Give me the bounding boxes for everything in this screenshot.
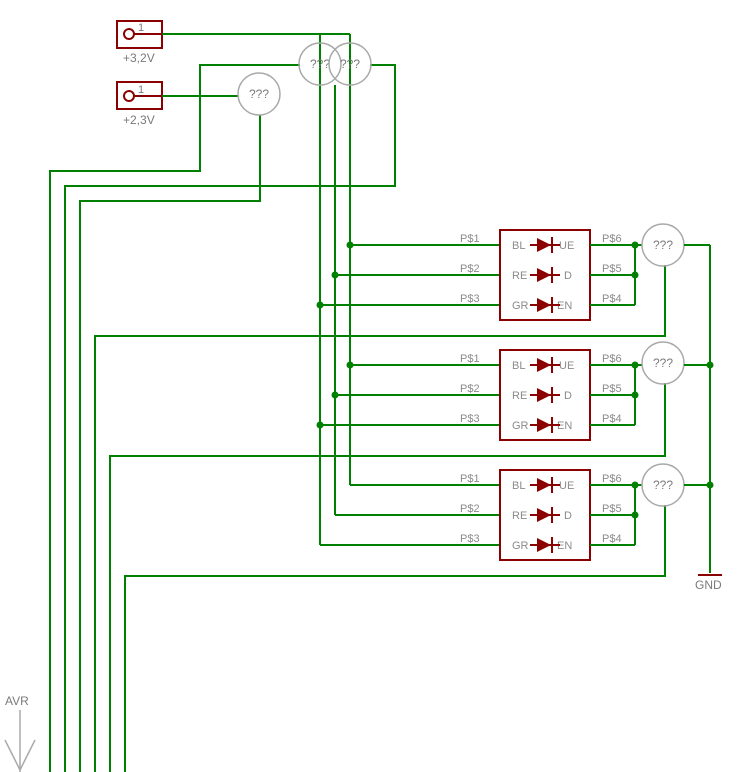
- connector-2v3-label: +2,3V: [123, 113, 155, 127]
- led-1-inner-d: D: [564, 270, 572, 282]
- led-3-inner-bl: BL: [512, 480, 525, 492]
- diode-icon: [530, 357, 560, 373]
- ground-label: GND: [695, 578, 722, 592]
- led-3-inner-d: D: [564, 510, 572, 522]
- led-2-inner-en: EN: [557, 420, 572, 432]
- ground-net: [684, 244, 714, 573]
- led-1-pin-p3: P$3: [460, 293, 480, 305]
- connector-2v3-pin: 1: [138, 84, 144, 96]
- unknown-part-4-label: ???: [653, 238, 673, 252]
- led-2-inner-d: D: [564, 390, 572, 402]
- led-3-inner-en: EN: [557, 540, 572, 552]
- diode-icon: [530, 417, 560, 433]
- led-1-pin-p4: P$4: [602, 293, 622, 305]
- led-2-inner-ue: UE: [559, 360, 574, 372]
- diode-icon: [530, 387, 560, 403]
- unknown-part-1[interactable]: ???: [298, 42, 342, 86]
- led-3-inner-ue: UE: [559, 480, 574, 492]
- led-3-inner-gr: GR: [512, 540, 529, 552]
- led-1-inner-bl: BL: [512, 240, 525, 252]
- top-wires: [49, 33, 666, 772]
- connector-3v2[interactable]: 1 +3,2V: [116, 20, 163, 65]
- led-1-pin-p2: P$2: [460, 263, 480, 275]
- unknown-part-5-label: ???: [653, 356, 673, 370]
- led-1-pin-p5: P$5: [602, 263, 622, 275]
- avr-bus-arrow-icon[interactable]: AVR: [4, 694, 36, 772]
- ground-symbol[interactable]: GND: [695, 574, 722, 592]
- unknown-part-4[interactable]: ???: [641, 223, 685, 267]
- led-3-pin-p6: P$6: [602, 473, 622, 485]
- led-3-inner-re: RE: [512, 510, 527, 522]
- led-3-pin-p5: P$5: [602, 503, 622, 515]
- led-1-inner-gr: GR: [512, 300, 529, 312]
- led-1-inner-ue: UE: [559, 240, 574, 252]
- diode-icon: [530, 267, 560, 283]
- diode-icon: [530, 507, 560, 523]
- led-1-pin-p1: P$1: [460, 233, 480, 245]
- diode-icon: [530, 537, 560, 553]
- led-2-pin-p3: P$3: [460, 413, 480, 425]
- led-2-pin-p1: P$1: [460, 353, 480, 365]
- led-2-inner-re: RE: [512, 390, 527, 402]
- connector-3v2-label: +3,2V: [123, 51, 155, 65]
- unknown-part-6[interactable]: ???: [641, 463, 685, 507]
- unknown-part-2[interactable]: ???: [328, 42, 372, 86]
- led-2-pin-p6: P$6: [602, 353, 622, 365]
- avr-label: AVR: [5, 694, 29, 708]
- led-module-2[interactable]: P$1 P$2 P$3 BL RE GR UE D EN P$6 P$5: [316, 349, 643, 441]
- unknown-part-2-label: ???: [340, 57, 360, 71]
- connector-2v3[interactable]: 1 +2,3V: [116, 81, 163, 127]
- diode-icon: [530, 297, 560, 313]
- unknown-part-5[interactable]: ???: [641, 341, 685, 385]
- unknown-part-1-label: ???: [310, 57, 330, 71]
- led-2-inner-bl: BL: [512, 360, 525, 372]
- led-module-3[interactable]: P$1 P$2 P$3 BL RE GR UE D EN P$6 P$5: [320, 469, 642, 561]
- unknown-part-3[interactable]: ???: [237, 72, 281, 116]
- unknown-part-6-label: ???: [653, 478, 673, 492]
- connector-3v2-pin: 1: [138, 22, 144, 34]
- led-1-inner-en: EN: [557, 300, 572, 312]
- led-2-inner-gr: GR: [512, 420, 529, 432]
- led-1-pin-p6: P$6: [602, 233, 622, 245]
- led-2-pin-p5: P$5: [602, 383, 622, 395]
- led-3-pin-p4: P$4: [602, 533, 622, 545]
- led-2-pin-p4: P$4: [602, 413, 622, 425]
- led-3-pin-p1: P$1: [460, 473, 480, 485]
- led-module-1[interactable]: P$1 P$2 P$3 BL RE GR UE D EN P$6 P$5: [316, 229, 643, 321]
- diode-icon: [530, 477, 560, 493]
- led-3-pin-p2: P$2: [460, 503, 480, 515]
- led-3-pin-p3: P$3: [460, 533, 480, 545]
- led-2-pin-p2: P$2: [460, 383, 480, 395]
- led-1-inner-re: RE: [512, 270, 527, 282]
- diode-icon: [530, 237, 560, 253]
- unknown-part-3-label: ???: [249, 87, 269, 101]
